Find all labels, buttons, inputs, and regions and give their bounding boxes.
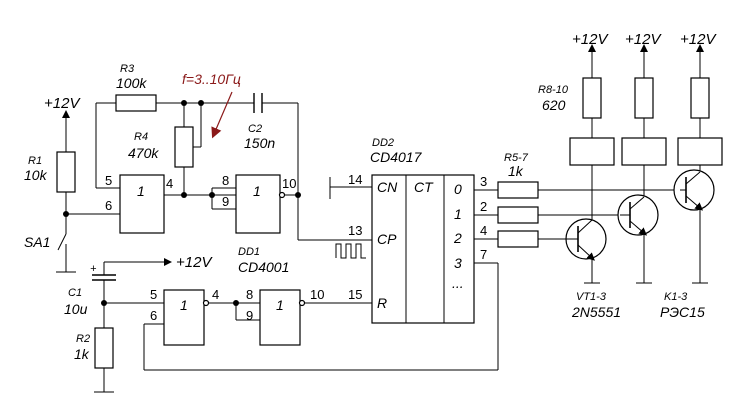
c1-polarity: + — [90, 263, 97, 275]
dd2-pin-14: 14 — [348, 172, 362, 187]
transistor-vt2 — [617, 194, 659, 236]
dd1-gate-2 — [235, 174, 281, 234]
relay-coil-2 — [621, 137, 667, 166]
clock-pulse-icon — [335, 243, 366, 259]
annotation-arrow — [211, 91, 233, 139]
dd2-pin-4: 4 — [480, 223, 487, 238]
transistor-vt1 — [565, 218, 607, 261]
c1-value: 10u — [64, 301, 88, 317]
dd2-output-1: 1 — [454, 206, 462, 222]
k-part: РЭС15 — [660, 304, 705, 320]
dd1-gate-4-pin-out: 10 — [310, 287, 324, 302]
dd1-gate-1-symbol: 1 — [137, 183, 145, 199]
dd1-gate-2-inverter-bubble — [278, 191, 286, 199]
dd1-gate-4-pin-in-a: 8 — [246, 287, 253, 302]
dd1-gate-1-pin-out: 4 — [166, 176, 173, 191]
dd2-part: CD4017 — [370, 149, 423, 165]
dd1-gate-2-symbol: 1 — [253, 183, 261, 199]
dd1-gate-4 — [259, 289, 301, 346]
dd2-pin-2: 2 — [480, 199, 487, 214]
vt-part: 2N5551 — [571, 304, 621, 320]
supply-label-r1: +12V — [44, 95, 81, 112]
dd2-center-ct: CT — [414, 179, 434, 195]
r1-ref: R1 — [28, 155, 42, 167]
dd2-pin-7: 7 — [480, 247, 487, 262]
dd1-gate-2-pin-out: 10 — [282, 176, 296, 191]
resistor-r6 — [497, 206, 539, 224]
r1-value: 10k — [24, 167, 48, 183]
c1-ref: C1 — [68, 287, 82, 299]
resistor-r7 — [497, 230, 539, 248]
dd1-gate-3-inverter-bubble — [202, 299, 210, 307]
dd1-gate-3 — [163, 289, 205, 346]
dd2-pin-15: 15 — [348, 287, 362, 302]
resistor-r5 — [497, 181, 539, 199]
r4-ref: R4 — [134, 131, 148, 143]
dd1-gate-4-symbol: 1 — [276, 297, 284, 313]
r2-value: 1k — [74, 346, 90, 362]
dd2-input-cn: CN — [377, 179, 398, 195]
r5-7-value: 1k — [508, 163, 524, 179]
supply-label-2: +12V — [625, 31, 662, 48]
dd2-ref: DD2 — [372, 137, 394, 149]
switch-sa1 — [57, 233, 67, 251]
dd1-gate-1-pin-in-b: 6 — [105, 198, 112, 213]
r4-value: 470k — [128, 145, 159, 161]
junctions — [63, 100, 301, 306]
capacitor-c1 — [92, 274, 116, 281]
resistor-r9 — [634, 77, 654, 119]
k-ref: K1-3 — [664, 291, 688, 303]
supply-arrows — [62, 44, 704, 266]
resistor-r2 — [94, 327, 114, 369]
supply-label-1: +12V — [572, 31, 609, 48]
resistor-r4 — [174, 126, 194, 168]
resistor-r8 — [582, 77, 602, 119]
resistor-r3 — [115, 94, 157, 112]
dd1-gate-4-pin-in-b: 9 — [246, 308, 253, 323]
r3-ref: R3 — [120, 63, 135, 75]
dd1-gate-1 — [119, 174, 165, 234]
dd1-part: CD4001 — [238, 259, 289, 275]
dd1-gate-3-symbol: 1 — [180, 297, 188, 313]
frequency-annotation: f=3..10Гц — [182, 71, 241, 87]
dd1-gate-2-pin-in-a: 8 — [222, 173, 229, 188]
dd2-pin-3: 3 — [480, 174, 487, 189]
vt-ref: VT1-3 — [576, 291, 607, 303]
dd2-input-r: R — [377, 295, 387, 311]
dd1-gate-3-pin-in-b: 6 — [150, 308, 157, 323]
supply-label-3: +12V — [680, 31, 717, 48]
resistor-r1 — [56, 151, 76, 193]
r8-10-value: 620 — [542, 97, 566, 113]
relay-coil-1 — [569, 137, 615, 166]
dd2-output-3: 3 — [454, 255, 462, 271]
supply-label-c1: +12V — [176, 254, 213, 271]
dd1-gate-3-pin-out: 4 — [212, 287, 219, 302]
capacitor-c2 — [253, 93, 263, 113]
dd2-output-0: 0 — [454, 181, 462, 197]
dd2-output-2: 2 — [453, 230, 462, 246]
r8-10-ref: R8-10 — [538, 84, 569, 96]
c2-ref: C2 — [248, 123, 262, 135]
dd2-pin-13: 13 — [348, 223, 362, 238]
dd2-output-more: ... — [452, 275, 464, 291]
sa1-ref: SA1 — [24, 234, 50, 250]
relay-coil-3 — [677, 137, 723, 166]
transistor-vt3 — [673, 169, 715, 211]
r3-value: 100k — [116, 75, 147, 91]
r2-ref: R2 — [76, 333, 90, 345]
dd1-gate-3-pin-in-a: 5 — [150, 287, 157, 302]
dd1-ref: DD1 — [238, 246, 260, 258]
dd1-gate-2-pin-in-b: 9 — [222, 194, 229, 209]
r5-7-ref: R5-7 — [504, 152, 529, 164]
dd1-gate-4-inverter-bubble — [298, 299, 306, 307]
dd2-chip — [371, 174, 475, 324]
c2-value: 150n — [244, 135, 275, 151]
resistor-r10 — [690, 77, 710, 119]
dd1-gate-1-pin-in-a: 5 — [105, 173, 112, 188]
wires — [56, 52, 708, 393]
dd2-input-cp: CP — [377, 231, 397, 247]
